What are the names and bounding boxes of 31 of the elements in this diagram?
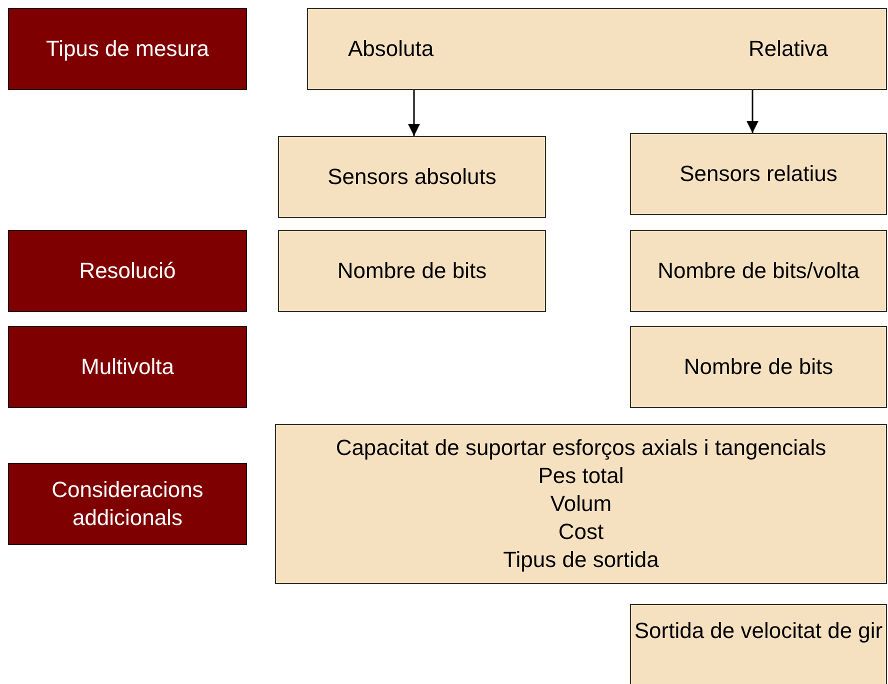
sensor-box [630, 133, 887, 215]
output-box [630, 604, 887, 684]
arrow [408, 90, 420, 136]
category-box [8, 326, 247, 408]
box-label: Nombre de bits/volta [658, 257, 860, 285]
box-label: Capacitat de suportar esforços axials i tangencials [336, 434, 826, 462]
box-label: Nombre de bits [337, 257, 487, 285]
box-label: Resolució [79, 257, 176, 285]
box-label: Sensors relatius [680, 160, 838, 188]
value-box [630, 326, 887, 408]
arrow [746, 90, 758, 133]
box-label: Nombre de bits [684, 353, 834, 381]
sensor-box [278, 136, 546, 218]
category-box [8, 230, 247, 312]
box-label: Volum [550, 490, 612, 518]
box-label: Tipus de mesura [46, 35, 210, 63]
box-label: Pes total [538, 462, 624, 490]
box-label: Absoluta [348, 35, 434, 63]
value-box [278, 230, 546, 312]
box-label: Relativa [748, 35, 828, 63]
value-box [630, 230, 887, 312]
measure-type-box [307, 8, 887, 90]
category-box [8, 8, 247, 90]
box-label: Sensors absoluts [328, 163, 496, 191]
category-box [8, 463, 247, 545]
box-label: Consideracions addicionals [50, 476, 204, 532]
considerations-box [275, 424, 887, 584]
box-label: Cost [558, 518, 604, 546]
box-label: Sortida de velocitat de gir [634, 617, 883, 645]
box-label: Multivolta [81, 353, 174, 381]
box-label: Tipus de sortida [503, 546, 659, 574]
